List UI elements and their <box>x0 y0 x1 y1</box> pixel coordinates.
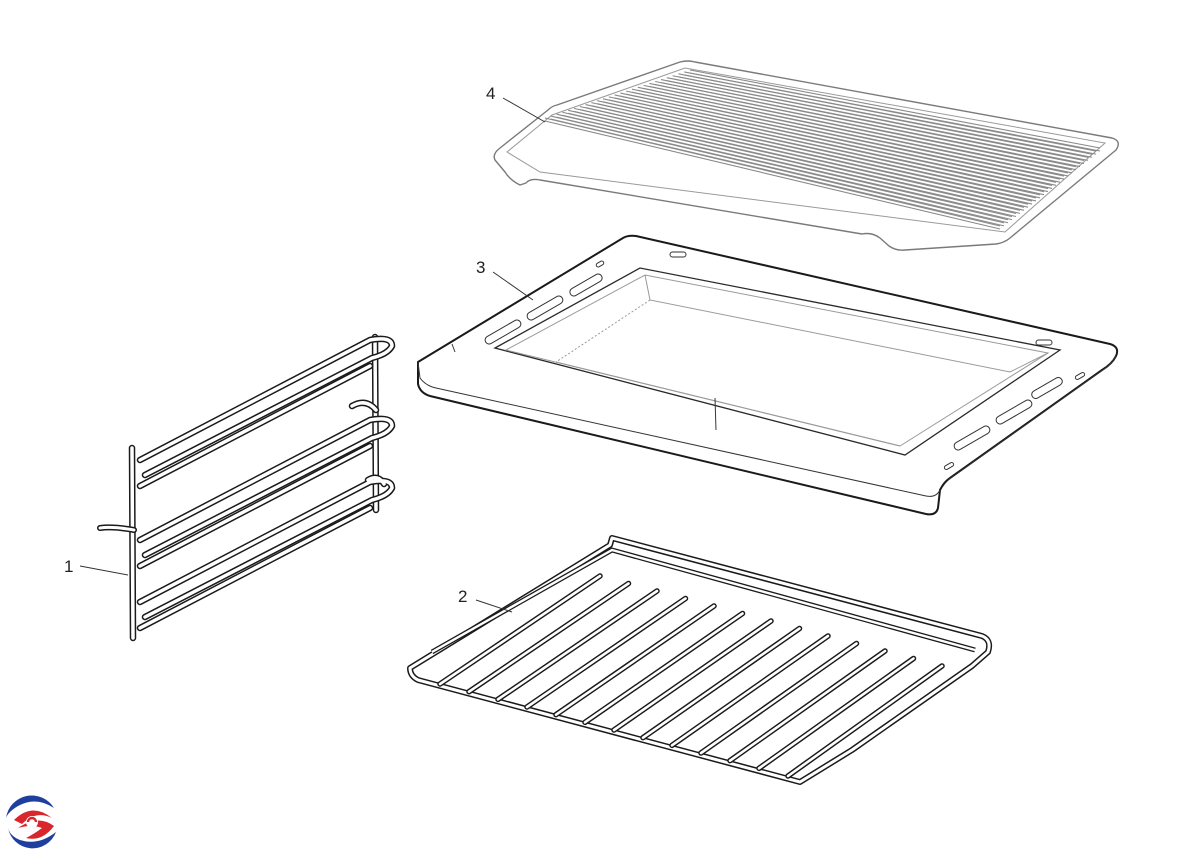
callout-1-label: 1 <box>64 557 73 576</box>
grid-bar <box>573 110 1021 214</box>
grid-bar <box>608 99 1045 196</box>
part-1-side-runner-rack[interactable] <box>97 333 396 642</box>
grid-bar <box>660 82 1081 168</box>
callout-2-label: 2 <box>458 587 467 606</box>
grid-bar <box>544 120 1001 230</box>
grid-bar <box>597 103 1037 202</box>
grid-bar <box>637 89 1065 180</box>
callout-4-label: 4 <box>486 84 495 103</box>
grid-bar <box>631 91 1061 183</box>
callout-1: 1 <box>64 557 129 576</box>
part-2-wire-shelf[interactable] <box>407 535 993 785</box>
grid-bar <box>579 108 1025 211</box>
grid-bar <box>684 74 1097 155</box>
grid-bar <box>614 97 1049 193</box>
brand-swirl-logo <box>5 795 59 849</box>
grid-bar <box>585 107 1029 208</box>
part-4-grill-grid[interactable] <box>493 60 1119 251</box>
grid-bar <box>672 78 1089 161</box>
callout-2: 2 <box>458 587 513 613</box>
grid-bar <box>591 105 1033 205</box>
grid-bar <box>689 72 1101 152</box>
grid-bar <box>568 112 1017 218</box>
callout-3-label: 3 <box>476 258 485 277</box>
grid-bar <box>655 83 1077 171</box>
part-3-baking-tray[interactable] <box>417 234 1119 516</box>
grid-bar <box>643 87 1069 177</box>
grid-bar <box>666 80 1085 165</box>
grid-bar <box>626 93 1057 186</box>
grid-bar <box>620 95 1053 189</box>
grid-bar <box>649 85 1073 174</box>
grid-bar <box>550 118 1005 227</box>
grid-bar <box>562 114 1013 221</box>
grid-bar <box>602 101 1041 199</box>
callout-4: 4 <box>486 84 546 123</box>
grid-bar <box>678 76 1093 158</box>
grid-bar <box>556 116 1009 224</box>
callout-3: 3 <box>476 258 534 301</box>
